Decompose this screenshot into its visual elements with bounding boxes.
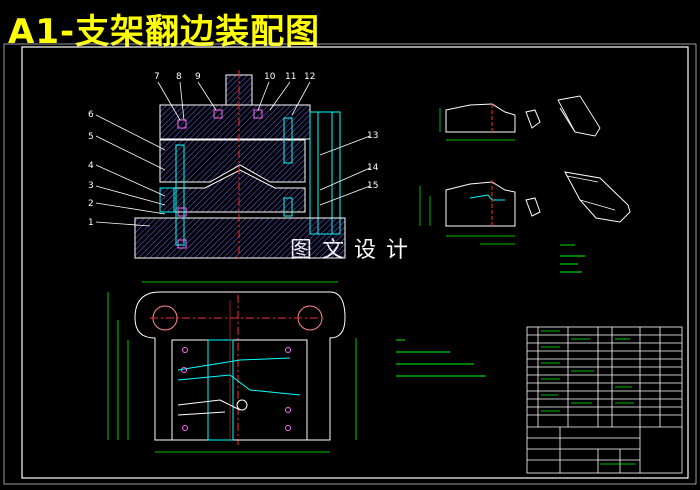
section-view <box>134 70 346 262</box>
part-label-9: 9 <box>195 72 201 82</box>
plan-view <box>107 281 357 453</box>
part-label-13: 13 <box>367 131 378 141</box>
part-label-14: 14 <box>367 163 379 173</box>
title-block-entries <box>541 330 636 465</box>
part-label-11: 11 <box>285 72 296 82</box>
part-labels: 1 2 3 4 5 6 7 8 9 10 11 12 13 14 15 <box>88 72 379 228</box>
part-label-8: 8 <box>176 72 182 82</box>
part-detail-views <box>419 95 631 245</box>
leader-lines <box>95 81 371 227</box>
part-label-5: 5 <box>88 132 94 142</box>
drawing-title: A1-支架翻边装配图 <box>8 12 321 52</box>
part-label-3: 3 <box>88 181 94 191</box>
part-label-6: 6 <box>88 110 94 120</box>
part-label-12: 12 <box>304 72 315 82</box>
sheet-border <box>21 46 689 479</box>
outer-border <box>3 43 697 485</box>
part-label-7: 7 <box>154 72 160 82</box>
part-label-15: 15 <box>367 181 378 191</box>
spec-notes <box>396 244 585 377</box>
part-label-1: 1 <box>88 218 94 228</box>
part-label-2: 2 <box>88 199 94 209</box>
part-label-10: 10 <box>264 72 276 82</box>
part-label-4: 4 <box>88 161 94 171</box>
title-block <box>526 326 683 474</box>
